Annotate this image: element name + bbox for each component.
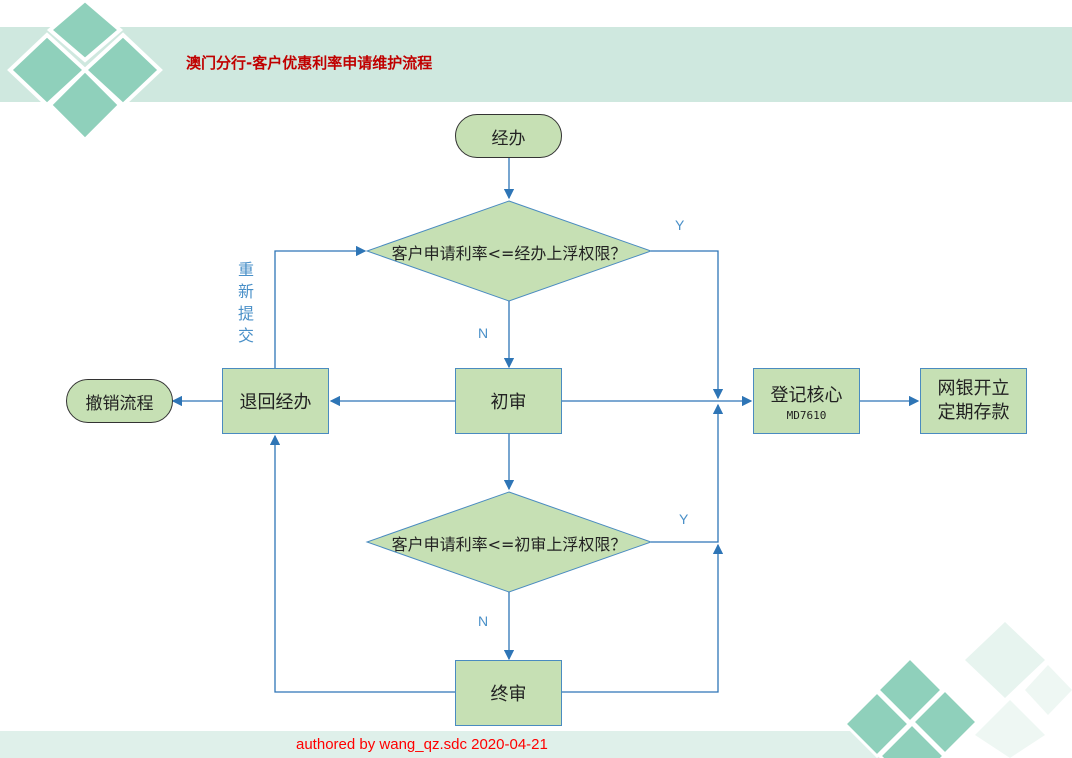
edge-d1-yes [651, 250, 724, 400]
start-node-label: 经办 [491, 128, 526, 149]
netbank-node[interactable]: 网银开立定期存款 [920, 368, 1027, 434]
final-review-node[interactable]: 终审 [455, 660, 562, 726]
page-title: 澳门分行-客户优惠利率申请维护流程 [186, 54, 433, 72]
edge-final-yes [562, 543, 724, 693]
footer-author: authored by wang_qz.sdc 2020-04-21 [296, 736, 548, 753]
register-core-node[interactable]: 登记核心 MD7610 [753, 368, 860, 434]
register-core-label: 登记核心 [770, 384, 843, 406]
netbank-label: 网银开立定期存款 [937, 378, 1010, 423]
edge-final-return [269, 434, 455, 693]
first-review-node[interactable]: 初审 [455, 368, 562, 434]
resubmit-label: 重新提交 [237, 260, 254, 345]
d1-yes-label: Y [675, 217, 685, 233]
cancel-node[interactable]: 撤销流程 [66, 379, 173, 423]
d1-no-label: N [478, 325, 489, 341]
start-node[interactable]: 经办 [455, 114, 562, 158]
return-node[interactable]: 退回经办 [222, 368, 329, 434]
decision2-label: 客户申请利率<=初审上浮权限？ [391, 535, 627, 554]
first-review-label: 初审 [490, 392, 527, 413]
footer-band [0, 731, 880, 758]
header-band [0, 27, 1072, 102]
final-review-label: 终审 [490, 684, 527, 705]
d2-yes-label: Y [679, 511, 689, 527]
return-label: 退回经办 [239, 392, 312, 413]
corner-decoration-bottom-right [842, 622, 1072, 758]
cancel-label: 撤销流程 [85, 393, 154, 414]
corner-decoration-top-left [7, 0, 163, 143]
edge-resubmit [274, 245, 367, 368]
d2-no-label: N [478, 613, 489, 629]
register-core-code: MD7610 [786, 408, 827, 422]
edge-d2-yes [651, 403, 724, 543]
decision1-label: 客户申请利率<=经办上浮权限？ [391, 244, 627, 263]
